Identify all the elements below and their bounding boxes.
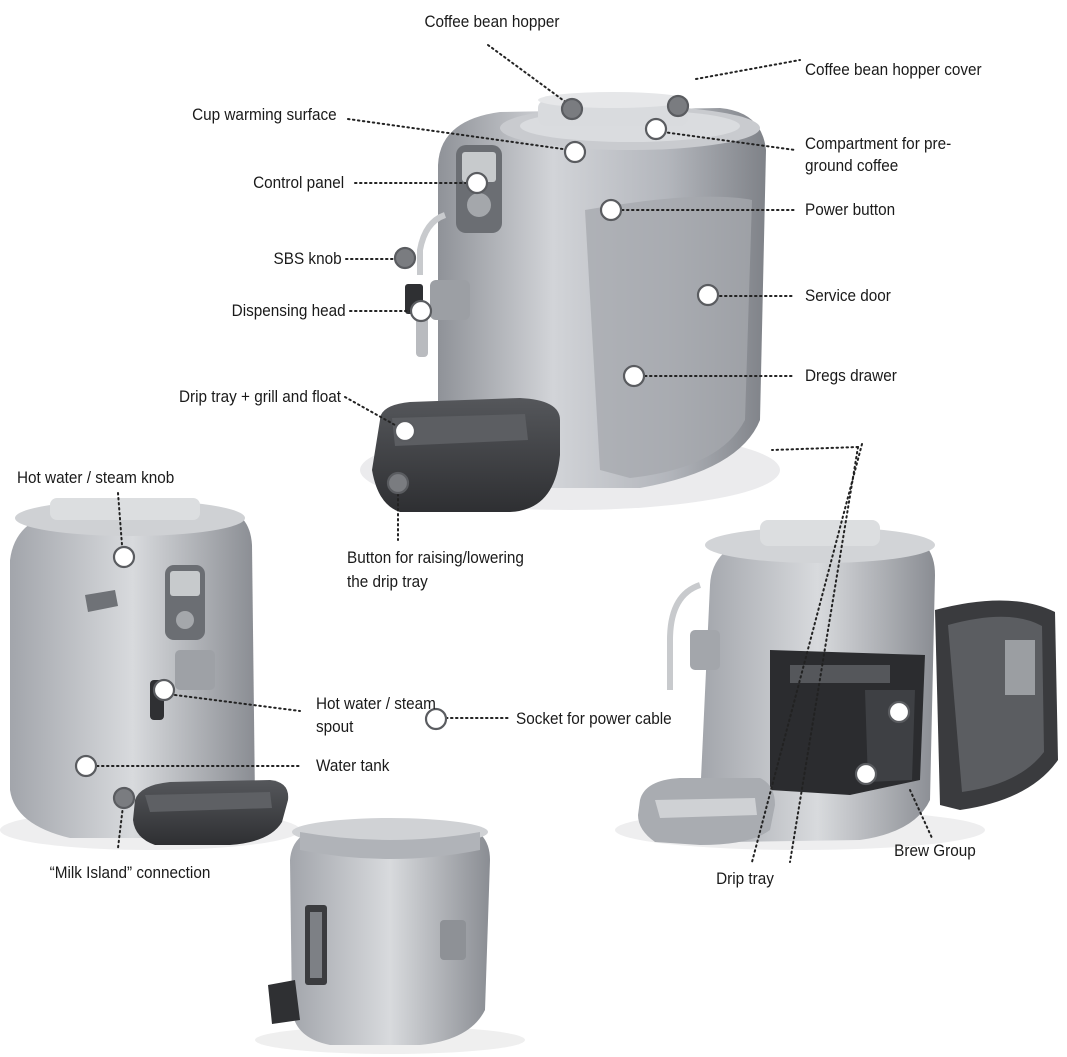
rear-machine-illustration [255, 818, 525, 1054]
label-hot-water-steam-knob: Hot water / steam knob [17, 468, 175, 487]
marker-water-tank [74, 754, 98, 778]
label-dregs-drawer: Dregs drawer [805, 366, 897, 385]
label-preground-compartment-line1: Compartment for pre- [805, 134, 952, 153]
marker-milk-island [112, 786, 136, 810]
marker-hot-water-knob [112, 545, 136, 569]
marker-service-door [696, 283, 720, 307]
marker-hopper-cover [666, 94, 690, 118]
marker-brew-group [887, 700, 911, 724]
marker-power-socket [424, 707, 448, 731]
label-drip-tray: Drip tray [716, 869, 774, 888]
marker-power-button [599, 198, 623, 222]
label-preground-compartment-line2: ground coffee [805, 156, 899, 175]
label-control-panel: Control panel [252, 173, 344, 192]
marker-control-panel [465, 171, 489, 195]
marker-sbs-knob [393, 246, 417, 270]
label-brew-group: Brew Group [894, 841, 976, 860]
label-power-button: Power button [805, 200, 896, 219]
label-drip-tray-grill-float: Drip tray + grill and float [179, 387, 341, 406]
label-raise-lower-button-line1: Button for raising/lowering [347, 548, 524, 567]
callout-markers [74, 94, 911, 810]
marker-preground-compartment [644, 117, 668, 141]
label-milk-island-connection: “Milk Island” connection [49, 863, 211, 882]
label-water-tank: Water tank [316, 756, 390, 775]
marker-dispensing-head [409, 299, 433, 323]
left-machine-illustration [0, 498, 300, 850]
label-raise-lower-button-line2: the drip tray [347, 572, 428, 591]
label-coffee-bean-hopper: Coffee bean hopper [424, 12, 560, 31]
marker-cup-warming-surface [563, 140, 587, 164]
label-power-socket: Socket for power cable [516, 709, 672, 728]
marker-raise-lower-button [386, 471, 410, 495]
label-cup-warming-surface: Cup warming surface [192, 105, 337, 124]
label-hot-water-spout-line1: Hot water / steam [316, 694, 436, 713]
marker-drip-tray-grill [393, 419, 417, 443]
marker-dregs-drawer [622, 364, 646, 388]
marker-drip-tray [854, 762, 878, 786]
right-machine-illustration [615, 520, 1058, 850]
label-dispensing-head: Dispensing head [232, 301, 346, 320]
label-sbs-knob: SBS knob [273, 249, 342, 268]
marker-hot-water-spout [152, 678, 176, 702]
marker-coffee-bean-hopper [560, 97, 584, 121]
label-hot-water-spout-line2: spout [316, 717, 354, 736]
leader-lines [96, 44, 933, 863]
label-coffee-bean-hopper-cover: Coffee bean hopper cover [805, 60, 982, 79]
label-service-door: Service door [805, 286, 891, 305]
